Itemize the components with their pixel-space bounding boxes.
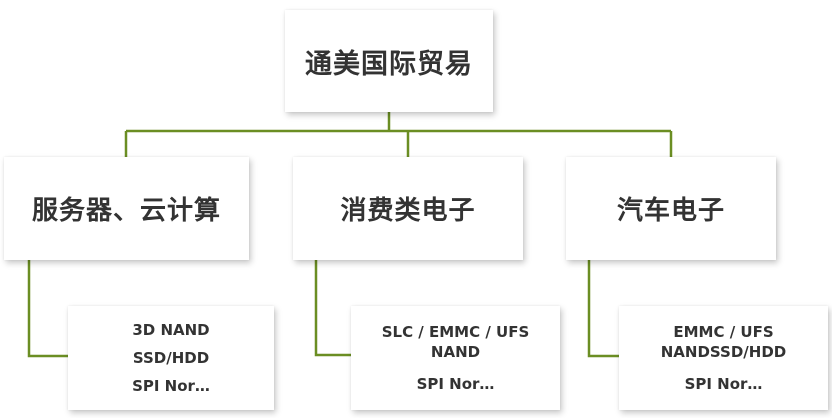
category-1-detail-connector <box>27 260 68 358</box>
root-title: 通美国际贸易 <box>305 48 473 80</box>
detail-item: SSD/HDD <box>132 349 210 367</box>
root-node: 通美国际贸易 <box>285 10 493 112</box>
category-node-servers-cloud: 服务器、云计算 <box>4 157 249 260</box>
detail-item: NAND <box>430 343 481 361</box>
category-node-automotive-electronics: 汽车电子 <box>566 157 776 260</box>
detail-item: SPI Nor… <box>416 375 495 393</box>
category-label: 消费类电子 <box>340 196 476 226</box>
category-node-consumer-electronics: 消费类电子 <box>293 157 523 260</box>
detail-node-consumer-electronics: SLC / EMMC / UFS NAND SPI Nor… <box>351 306 560 410</box>
category-label: 汽车电子 <box>616 196 725 226</box>
detail-node-automotive-electronics: EMMC / UFS NANDSSD/HDD SPI Nor… <box>619 306 828 410</box>
category-label: 服务器、云计算 <box>31 196 221 226</box>
detail-item: SPI Nor… <box>132 377 210 395</box>
detail-item: SLC / EMMC / UFS <box>381 323 530 341</box>
detail-item: EMMC / UFS <box>673 323 774 341</box>
detail-item: 3D NAND <box>132 321 210 339</box>
detail-item: SPI Nor… <box>684 375 763 393</box>
category-2-detail-connector <box>314 260 352 357</box>
category-3-detail-connector <box>587 260 622 358</box>
detail-node-servers-cloud: 3D NAND SSD/HDD SPI Nor… <box>68 306 274 410</box>
detail-item: NANDSSD/HDD <box>660 343 787 361</box>
